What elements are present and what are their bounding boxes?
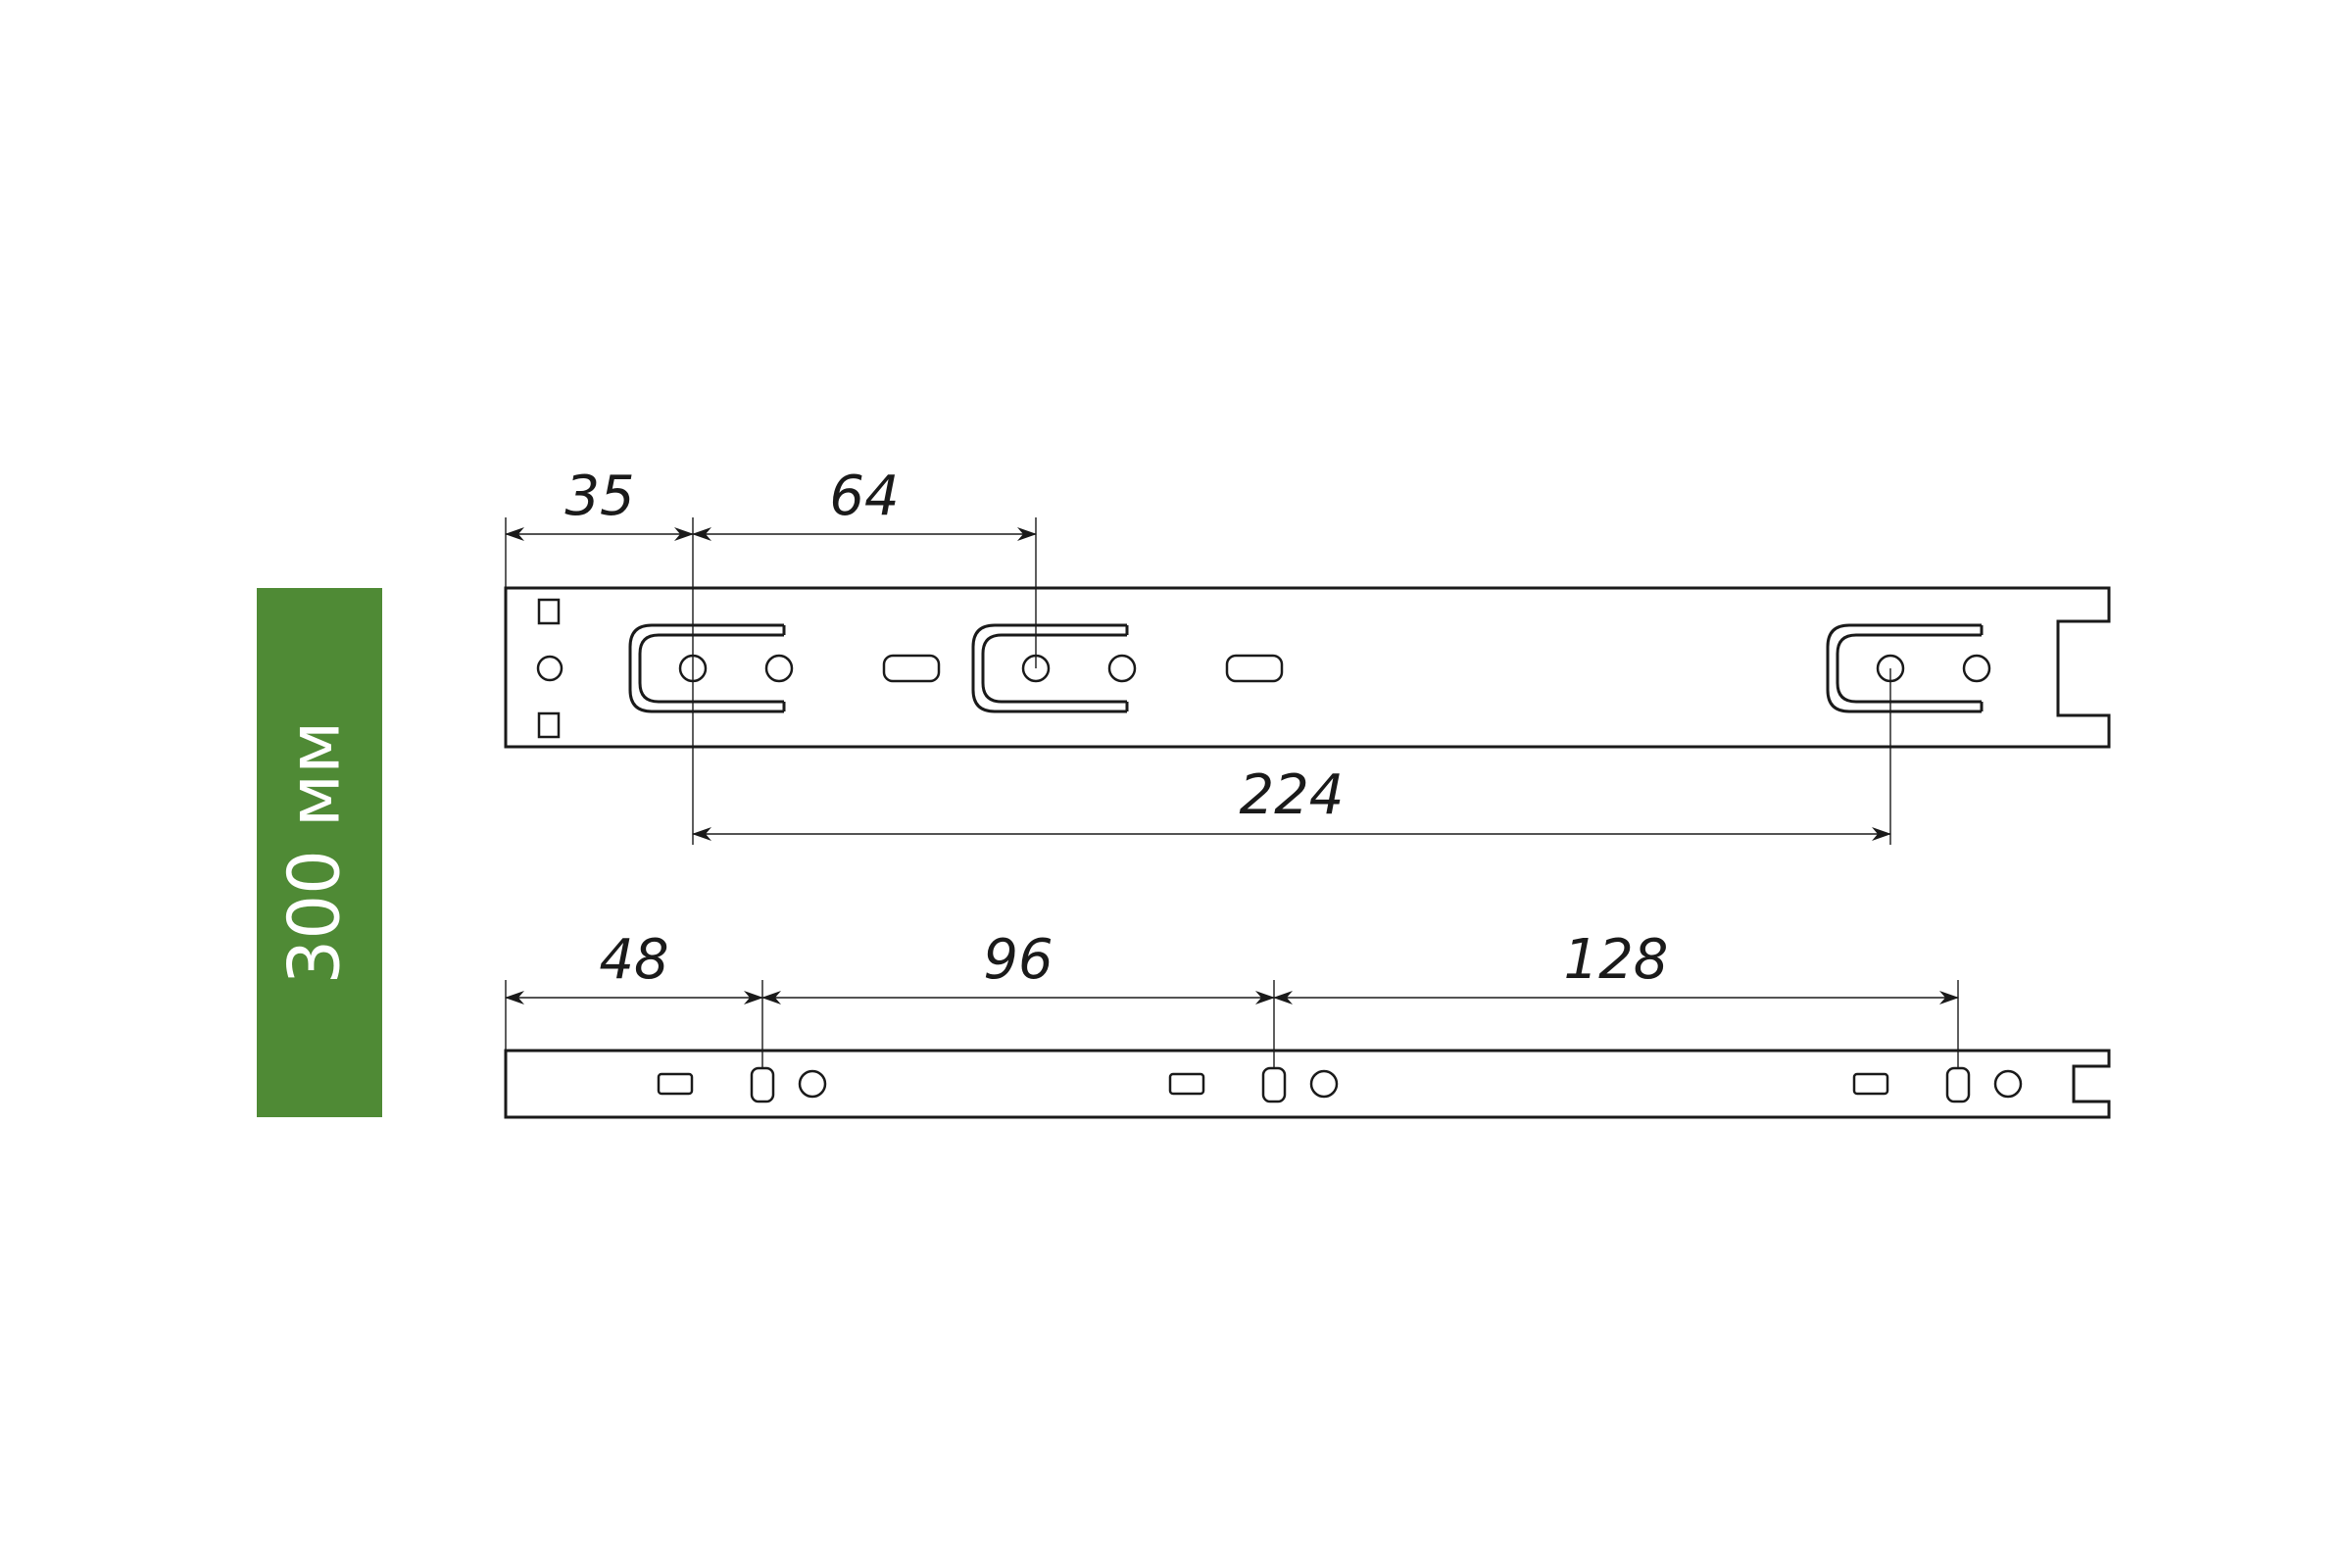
- dimension-label: 96: [983, 928, 1053, 992]
- dimension-64: 64: [692, 465, 1037, 541]
- size-badge-label: 300 мм: [273, 721, 356, 985]
- mounting-bracket: [971, 623, 1137, 713]
- top-rail-outline: [504, 586, 2111, 749]
- slot-hole: [1225, 654, 1284, 683]
- slot-hole: [1852, 1072, 1889, 1096]
- dimension-48: 48: [505, 928, 763, 1004]
- dimension-224: 224: [692, 763, 1891, 841]
- mounting-bracket: [1826, 623, 1991, 713]
- dimension-label: 224: [1240, 763, 1345, 827]
- round-hole: [536, 655, 564, 682]
- slot-hole: [657, 1072, 694, 1096]
- dimension-35: 35: [505, 465, 694, 541]
- round-hole: [1309, 1069, 1339, 1099]
- round-hole: [1993, 1069, 2023, 1099]
- slot-hole: [882, 654, 941, 683]
- vertical-slot-hole: [1261, 1066, 1287, 1103]
- vertical-slot-hole: [750, 1066, 775, 1103]
- dimension-label: 48: [599, 928, 668, 992]
- vertical-slot-hole: [1945, 1066, 1971, 1103]
- bottom-rail: 48 96 128: [504, 928, 2111, 1119]
- bottom-rail-outline: [504, 1049, 2111, 1119]
- mounting-bracket: [628, 623, 794, 713]
- top-rail: 35 64 224: [504, 465, 2111, 845]
- size-badge-background: [257, 588, 382, 1117]
- square-hole: [537, 711, 561, 739]
- dimension-label: 35: [564, 465, 634, 528]
- dimension-label: 64: [829, 465, 899, 528]
- dimension-label: 128: [1564, 928, 1669, 992]
- round-hole: [798, 1069, 827, 1099]
- size-badge: 300 мм: [257, 588, 382, 1117]
- dimension-128: 128: [1273, 928, 1959, 1004]
- square-hole: [537, 598, 561, 625]
- dimension-96: 96: [761, 928, 1275, 1004]
- slot-hole: [1168, 1072, 1205, 1096]
